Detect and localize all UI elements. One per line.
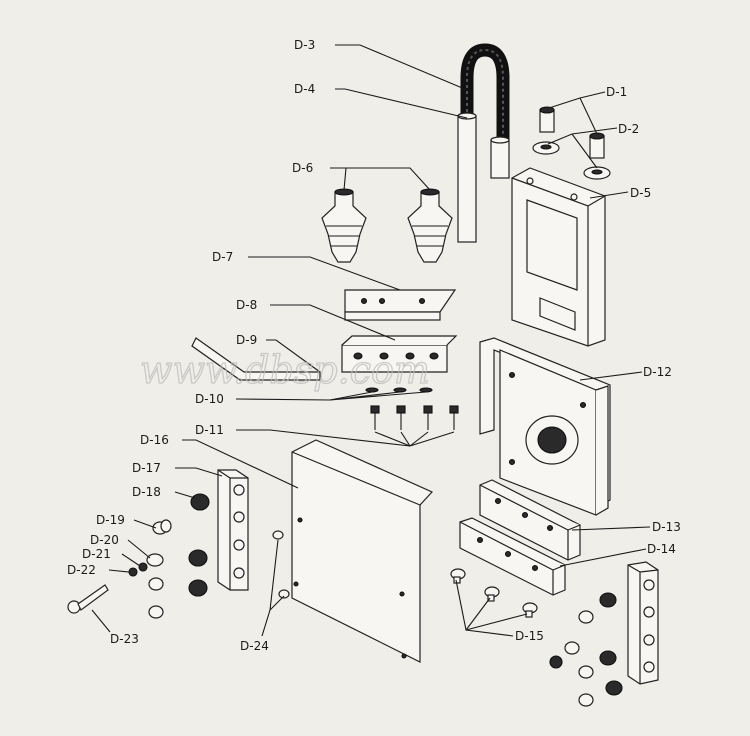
label-d7: D-7 xyxy=(212,250,233,264)
label-d8: D-8 xyxy=(236,298,257,312)
label-d17: D-17 xyxy=(132,461,161,475)
part-d9-pipe xyxy=(191,337,321,381)
label-d15: D-15 xyxy=(515,629,544,643)
label-d3: D-3 xyxy=(294,38,315,52)
part-d12-housing xyxy=(479,337,611,516)
part-d11-screws xyxy=(370,405,459,430)
part-d23-bolt xyxy=(67,584,109,614)
label-d2: D-2 xyxy=(618,122,639,136)
part-d8-block xyxy=(341,335,458,373)
part-d17-strip xyxy=(217,469,249,591)
label-d6: D-6 xyxy=(292,161,313,175)
label-d12: D-12 xyxy=(643,365,672,379)
label-d11: D-11 xyxy=(195,423,224,437)
callout-labels: D-3 D-4 D-6 D-1 D-2 D-5 D-7 D-8 D-9 D-10… xyxy=(67,38,681,653)
part-d24-pins xyxy=(272,530,290,599)
label-d22: D-22 xyxy=(67,563,96,577)
label-d4: D-4 xyxy=(294,82,315,96)
leader-lines xyxy=(91,44,651,637)
label-d1: D-1 xyxy=(606,85,627,99)
part-d3-hose xyxy=(460,43,510,142)
part-d13-bar xyxy=(479,479,581,561)
part-d15-screws xyxy=(450,568,538,618)
part-d1-screws xyxy=(539,106,605,159)
part-right-fittings xyxy=(549,592,623,707)
part-d18-fittings xyxy=(188,493,210,597)
part-d6-nozzles xyxy=(321,188,453,263)
label-d18: D-18 xyxy=(132,485,161,499)
label-d5: D-5 xyxy=(630,186,651,200)
label-d16: D-16 xyxy=(140,433,169,447)
label-d14: D-14 xyxy=(647,542,676,556)
part-d16-cover xyxy=(291,439,434,663)
watermark-text: www.dbsp.com xyxy=(140,348,430,392)
label-d19: D-19 xyxy=(96,513,125,527)
label-d24: D-24 xyxy=(240,639,269,653)
label-d20: D-20 xyxy=(90,533,119,547)
part-d5-frame xyxy=(511,167,606,347)
part-right-strip xyxy=(627,561,659,685)
label-d10: D-10 xyxy=(195,392,224,406)
label-d23: D-23 xyxy=(110,632,139,646)
label-d9: D-9 xyxy=(236,333,257,347)
part-d19-d22-fittings xyxy=(128,519,172,619)
part-d10-pins xyxy=(365,387,433,393)
part-d2-washers xyxy=(532,141,611,180)
part-d4-rods xyxy=(457,112,510,243)
label-d13: D-13 xyxy=(652,520,681,534)
label-d21: D-21 xyxy=(82,547,111,561)
part-d14-bar xyxy=(459,517,566,596)
part-d7-plate xyxy=(344,289,457,321)
